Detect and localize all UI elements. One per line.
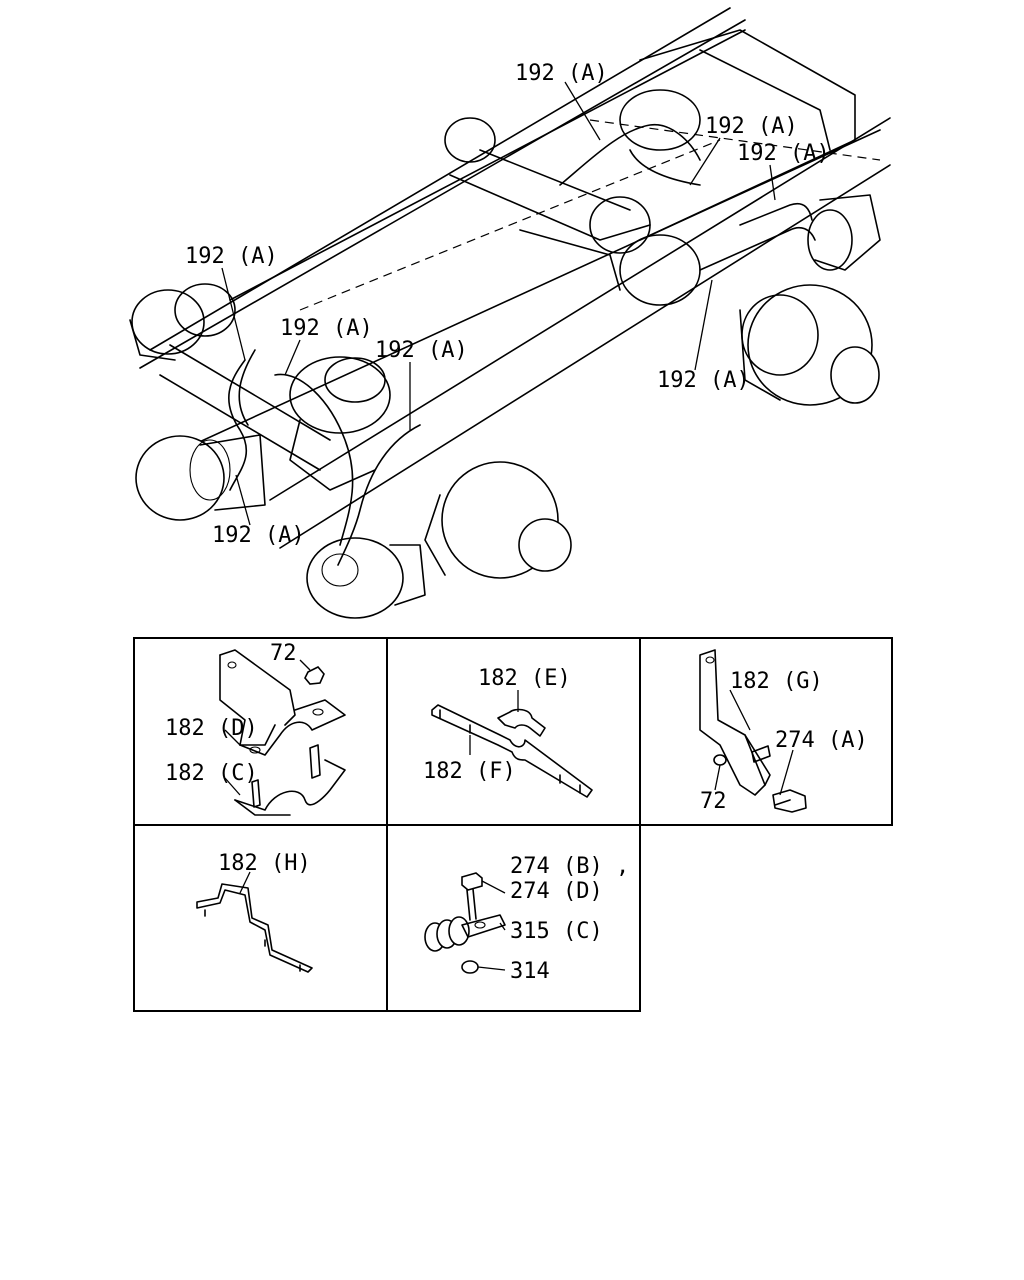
label-182f: 182 (F) [423,759,516,784]
overview-callouts: 192 (A) 192 (A) 192 (A) 192 (A) 192 (A) … [185,61,830,548]
label-314: 314 [510,959,550,984]
callout-192a-7: 192 (A) [657,368,750,393]
detail-panel-1: 72 182 (D) 182 (C) [165,641,346,816]
label-274a: 274 (A) [775,728,868,753]
chassis-overview [129,7,891,619]
label-72-panel3: 72 [700,789,727,814]
callout-192a-3: 192 (A) [737,141,830,166]
label-182e: 182 (E) [478,666,571,691]
callout-192a-2: 192 (A) [705,114,798,139]
detail-panel-5: 274 (B) , 274 (D) 315 (C) 314 [424,854,629,984]
callout-192a-5: 192 (A) [280,316,373,341]
label-182h: 182 (H) [218,851,311,876]
label-182g: 182 (G) [730,669,823,694]
label-182d: 182 (D) [165,716,258,741]
overview-leaders [221,81,776,526]
detail-panel-2: 182 (E) 182 (F) [423,666,593,798]
callout-192a-1: 192 (A) [515,61,608,86]
detail-panel-4: 182 (H) [196,851,313,973]
callout-192a-4: 192 (A) [185,244,278,269]
detail-panel-grid [133,637,893,1012]
callout-192a-6: 192 (A) [375,338,468,363]
label-274b: 274 (B) , [510,854,629,879]
label-274d: 274 (D) [510,879,603,904]
label-315c: 315 (C) [510,919,603,944]
label-72-panel1: 72 [270,641,297,666]
detail-panel-3: 182 (G) 274 (A) 72 [699,649,868,814]
callout-192a-8: 192 (A) [212,523,305,548]
label-182c: 182 (C) [165,761,258,786]
